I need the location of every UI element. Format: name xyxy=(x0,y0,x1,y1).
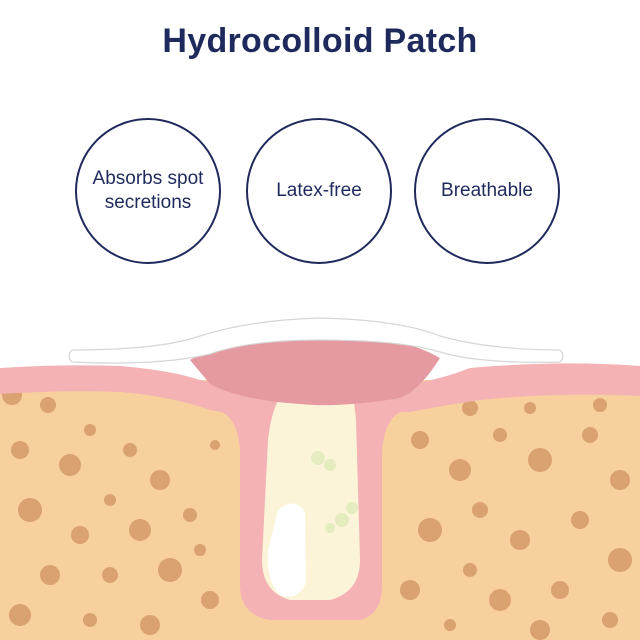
skin-pore-dot xyxy=(183,508,197,522)
skin-pore-dot xyxy=(524,402,536,414)
skin-pore-dot xyxy=(102,567,118,583)
skin-pore-dot xyxy=(444,619,456,631)
feature-badge-absorbs: Absorbs spot secretions xyxy=(75,118,221,264)
feature-label: Latex-free xyxy=(276,180,362,201)
skin-pore-dot xyxy=(462,400,478,416)
skin-pore-dot xyxy=(418,518,442,542)
feature-label: Absorbs spot secretions xyxy=(92,168,204,213)
skin-pore-dot xyxy=(40,397,56,413)
skin-pore-dot xyxy=(59,454,81,476)
hydrocolloid-patch xyxy=(68,317,564,364)
feature-badge-breathable: Breathable xyxy=(414,118,560,264)
skin-pore-dot xyxy=(472,502,488,518)
skin-pore-dot xyxy=(489,589,511,611)
skin-pore-dot xyxy=(463,563,477,577)
skin-cross-section-illustration xyxy=(0,317,640,640)
skin-pore-dot xyxy=(400,580,420,600)
skin-pore-dot xyxy=(11,441,29,459)
skin-pore-dot xyxy=(194,544,206,556)
skin-pore-dot xyxy=(610,470,630,490)
skin-pore-dot xyxy=(493,428,507,442)
skin-pore-dot xyxy=(602,612,618,628)
skin-pore-dot xyxy=(84,424,96,436)
feature-badge-latex-free: Latex-free xyxy=(246,118,392,264)
pimple-dome xyxy=(190,330,440,406)
pus-highlight xyxy=(267,503,306,597)
skin-pore-dot xyxy=(449,459,471,481)
skin-pore-dot xyxy=(40,565,60,585)
skin-pore-dot xyxy=(411,431,429,449)
skin-pore-dot xyxy=(104,494,116,506)
skin-pore-dot xyxy=(210,440,220,450)
skin-pore-dot xyxy=(158,558,182,582)
skin-pore-dot xyxy=(593,398,607,412)
skin-pore-dot xyxy=(150,470,170,490)
skin-pore-dot xyxy=(140,615,160,635)
skin-pore-dot xyxy=(83,613,97,627)
skin-pore-dot xyxy=(530,620,550,640)
skin-pore-dot xyxy=(9,604,31,626)
skin-pore-dot xyxy=(71,526,89,544)
skin-pore-dot xyxy=(201,591,219,609)
skin-pore-dot xyxy=(551,581,569,599)
page-title: Hydrocolloid Patch xyxy=(162,22,478,60)
skin-pore-dot xyxy=(582,427,598,443)
skin-pore-dot xyxy=(608,548,632,572)
dermis-texture xyxy=(2,385,632,640)
skin-pore-dot xyxy=(510,530,530,550)
feature-label: Breathable xyxy=(441,180,533,201)
skin-pore-dot xyxy=(129,519,151,541)
skin-pore-dot xyxy=(18,498,42,522)
skin-pore-dot xyxy=(571,511,589,529)
skin-pore-dot xyxy=(528,448,552,472)
skin-pore-dot xyxy=(123,443,137,457)
